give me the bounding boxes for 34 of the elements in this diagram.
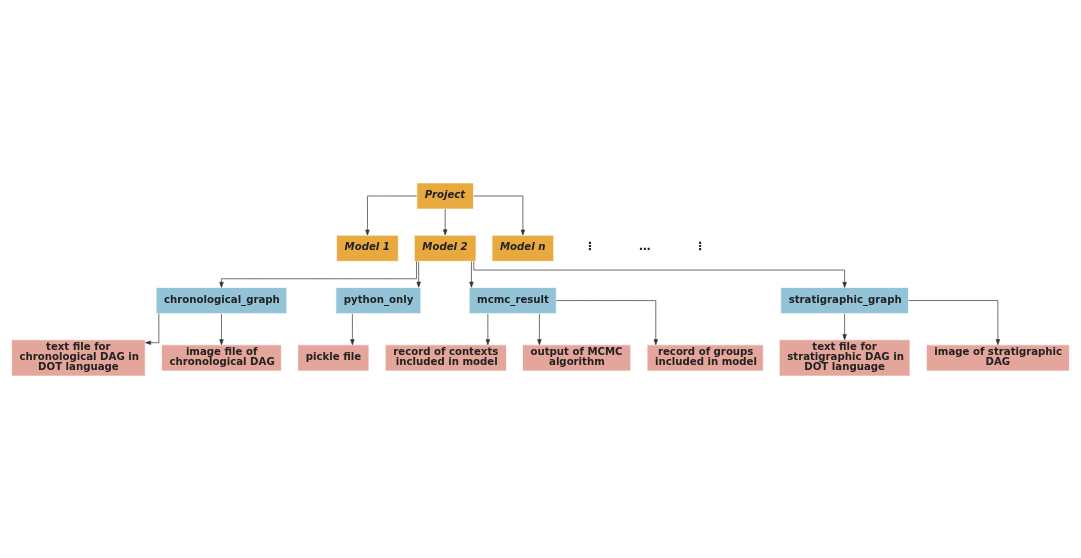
node-box: image file of chronological DAG bbox=[161, 344, 282, 371]
arrow bbox=[556, 299, 658, 345]
label: … bbox=[639, 238, 651, 253]
arrow bbox=[842, 313, 847, 340]
arrow bbox=[469, 260, 474, 288]
node-box: Model 2 bbox=[413, 234, 477, 262]
node-box: Model 1 bbox=[336, 234, 399, 262]
node-box: image of stratigraphic DAG bbox=[925, 344, 1070, 371]
node-box: record of groups included in model bbox=[646, 344, 764, 371]
arrow bbox=[473, 260, 847, 288]
node-box: Model n bbox=[491, 234, 555, 262]
node-box: text file for stratigraphic DAG in DOT language bbox=[778, 338, 911, 376]
node-box: Project bbox=[416, 182, 474, 209]
arrow bbox=[416, 260, 421, 288]
node-box: text file for chronological DAG in DOT language bbox=[11, 338, 146, 376]
label: ⋮ bbox=[694, 238, 706, 253]
node-box: pickle file bbox=[297, 344, 370, 371]
node-box: mcmc_result bbox=[468, 286, 557, 314]
node-box: stratigraphic_graph bbox=[780, 286, 909, 314]
arrow bbox=[350, 313, 355, 345]
arrow bbox=[537, 313, 542, 345]
arrow bbox=[365, 195, 418, 235]
node-box: record of contexts included in model bbox=[384, 344, 507, 371]
node-box: output of MCMC algorithm bbox=[522, 344, 632, 371]
arrow bbox=[908, 299, 1000, 345]
node-box: python_only bbox=[335, 286, 422, 314]
arrow bbox=[473, 195, 526, 235]
arrow bbox=[443, 208, 448, 235]
arrow bbox=[219, 260, 417, 288]
arrow bbox=[145, 312, 160, 345]
arrow bbox=[219, 313, 224, 345]
label: ⋮ bbox=[583, 238, 596, 253]
node-box: chronological_graph bbox=[155, 286, 288, 314]
arrow bbox=[485, 313, 490, 345]
